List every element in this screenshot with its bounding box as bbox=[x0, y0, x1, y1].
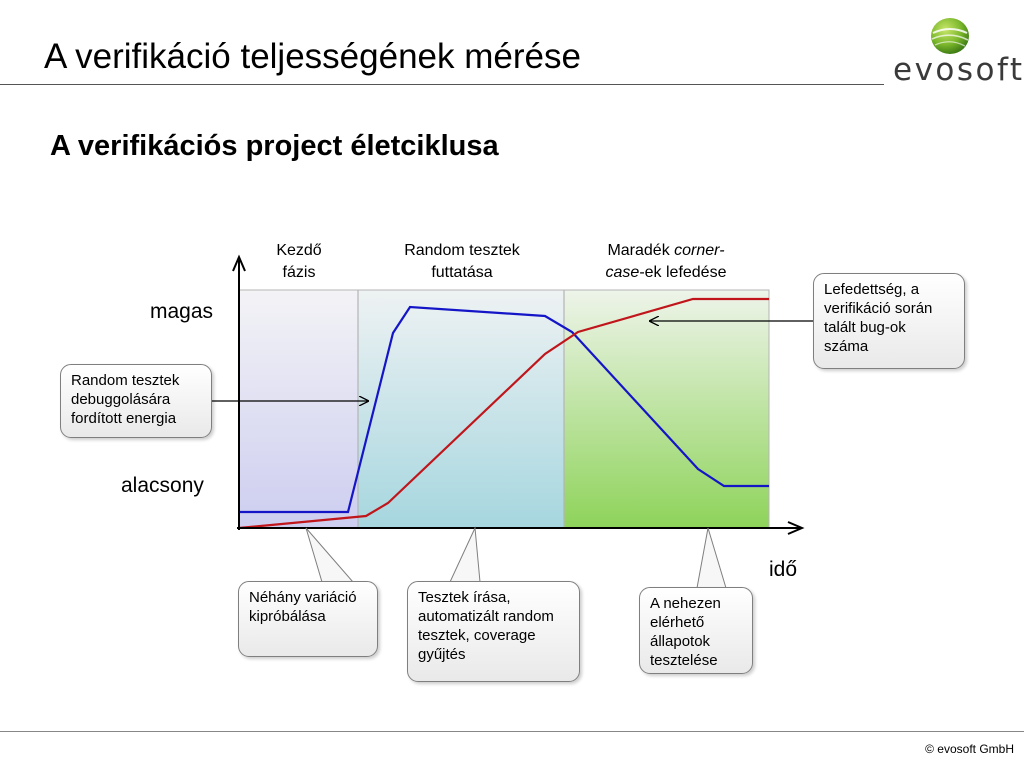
y-label-low: alacsony bbox=[121, 474, 204, 497]
phase-3-region bbox=[564, 290, 769, 528]
callout-variations: Néhány variáció kipróbálása bbox=[238, 581, 378, 657]
phase-label-initial: Kezdő fázis bbox=[276, 242, 322, 281]
header-rule bbox=[0, 84, 884, 85]
y-label-high: magas bbox=[150, 300, 214, 323]
callout-coverage: Lefedettség, a verifikáció során talált … bbox=[813, 273, 965, 369]
y-axis-arrowhead bbox=[232, 254, 246, 272]
slide-title: A verifikáció teljességének mérése bbox=[44, 37, 581, 76]
coverage-line bbox=[238, 297, 769, 530]
energy-line bbox=[239, 305, 769, 514]
callout-tail-variations bbox=[305, 527, 355, 583]
logo-globe-icon bbox=[931, 18, 969, 54]
callout-hard: A nehezen elérhető állapotok tesztelése bbox=[639, 587, 753, 674]
slide-subtitle: A verifikációs project életciklusa bbox=[50, 130, 499, 162]
x-label-time: idő bbox=[769, 558, 798, 581]
callout-tail-writing bbox=[449, 526, 481, 583]
callout-tail-hard bbox=[696, 527, 727, 589]
footer-copyright: © evosoft GmbH bbox=[925, 742, 1014, 756]
phase-label-random: Random tesztek futtatása bbox=[404, 242, 520, 281]
x-axis-arrowhead bbox=[787, 521, 805, 535]
phase-label-corner-case: Maradék corner- case-ek lefedése bbox=[605, 242, 727, 281]
logo-wordmark: evosoft bbox=[893, 52, 1024, 88]
callout-writing: Tesztek írása, automatizált random teszt… bbox=[407, 581, 580, 682]
phase-2-region bbox=[358, 290, 564, 528]
footer-rule bbox=[0, 731, 1024, 732]
callout-energy: Random tesztek debuggolására fordított e… bbox=[60, 364, 212, 438]
phase-1-region bbox=[239, 290, 358, 528]
